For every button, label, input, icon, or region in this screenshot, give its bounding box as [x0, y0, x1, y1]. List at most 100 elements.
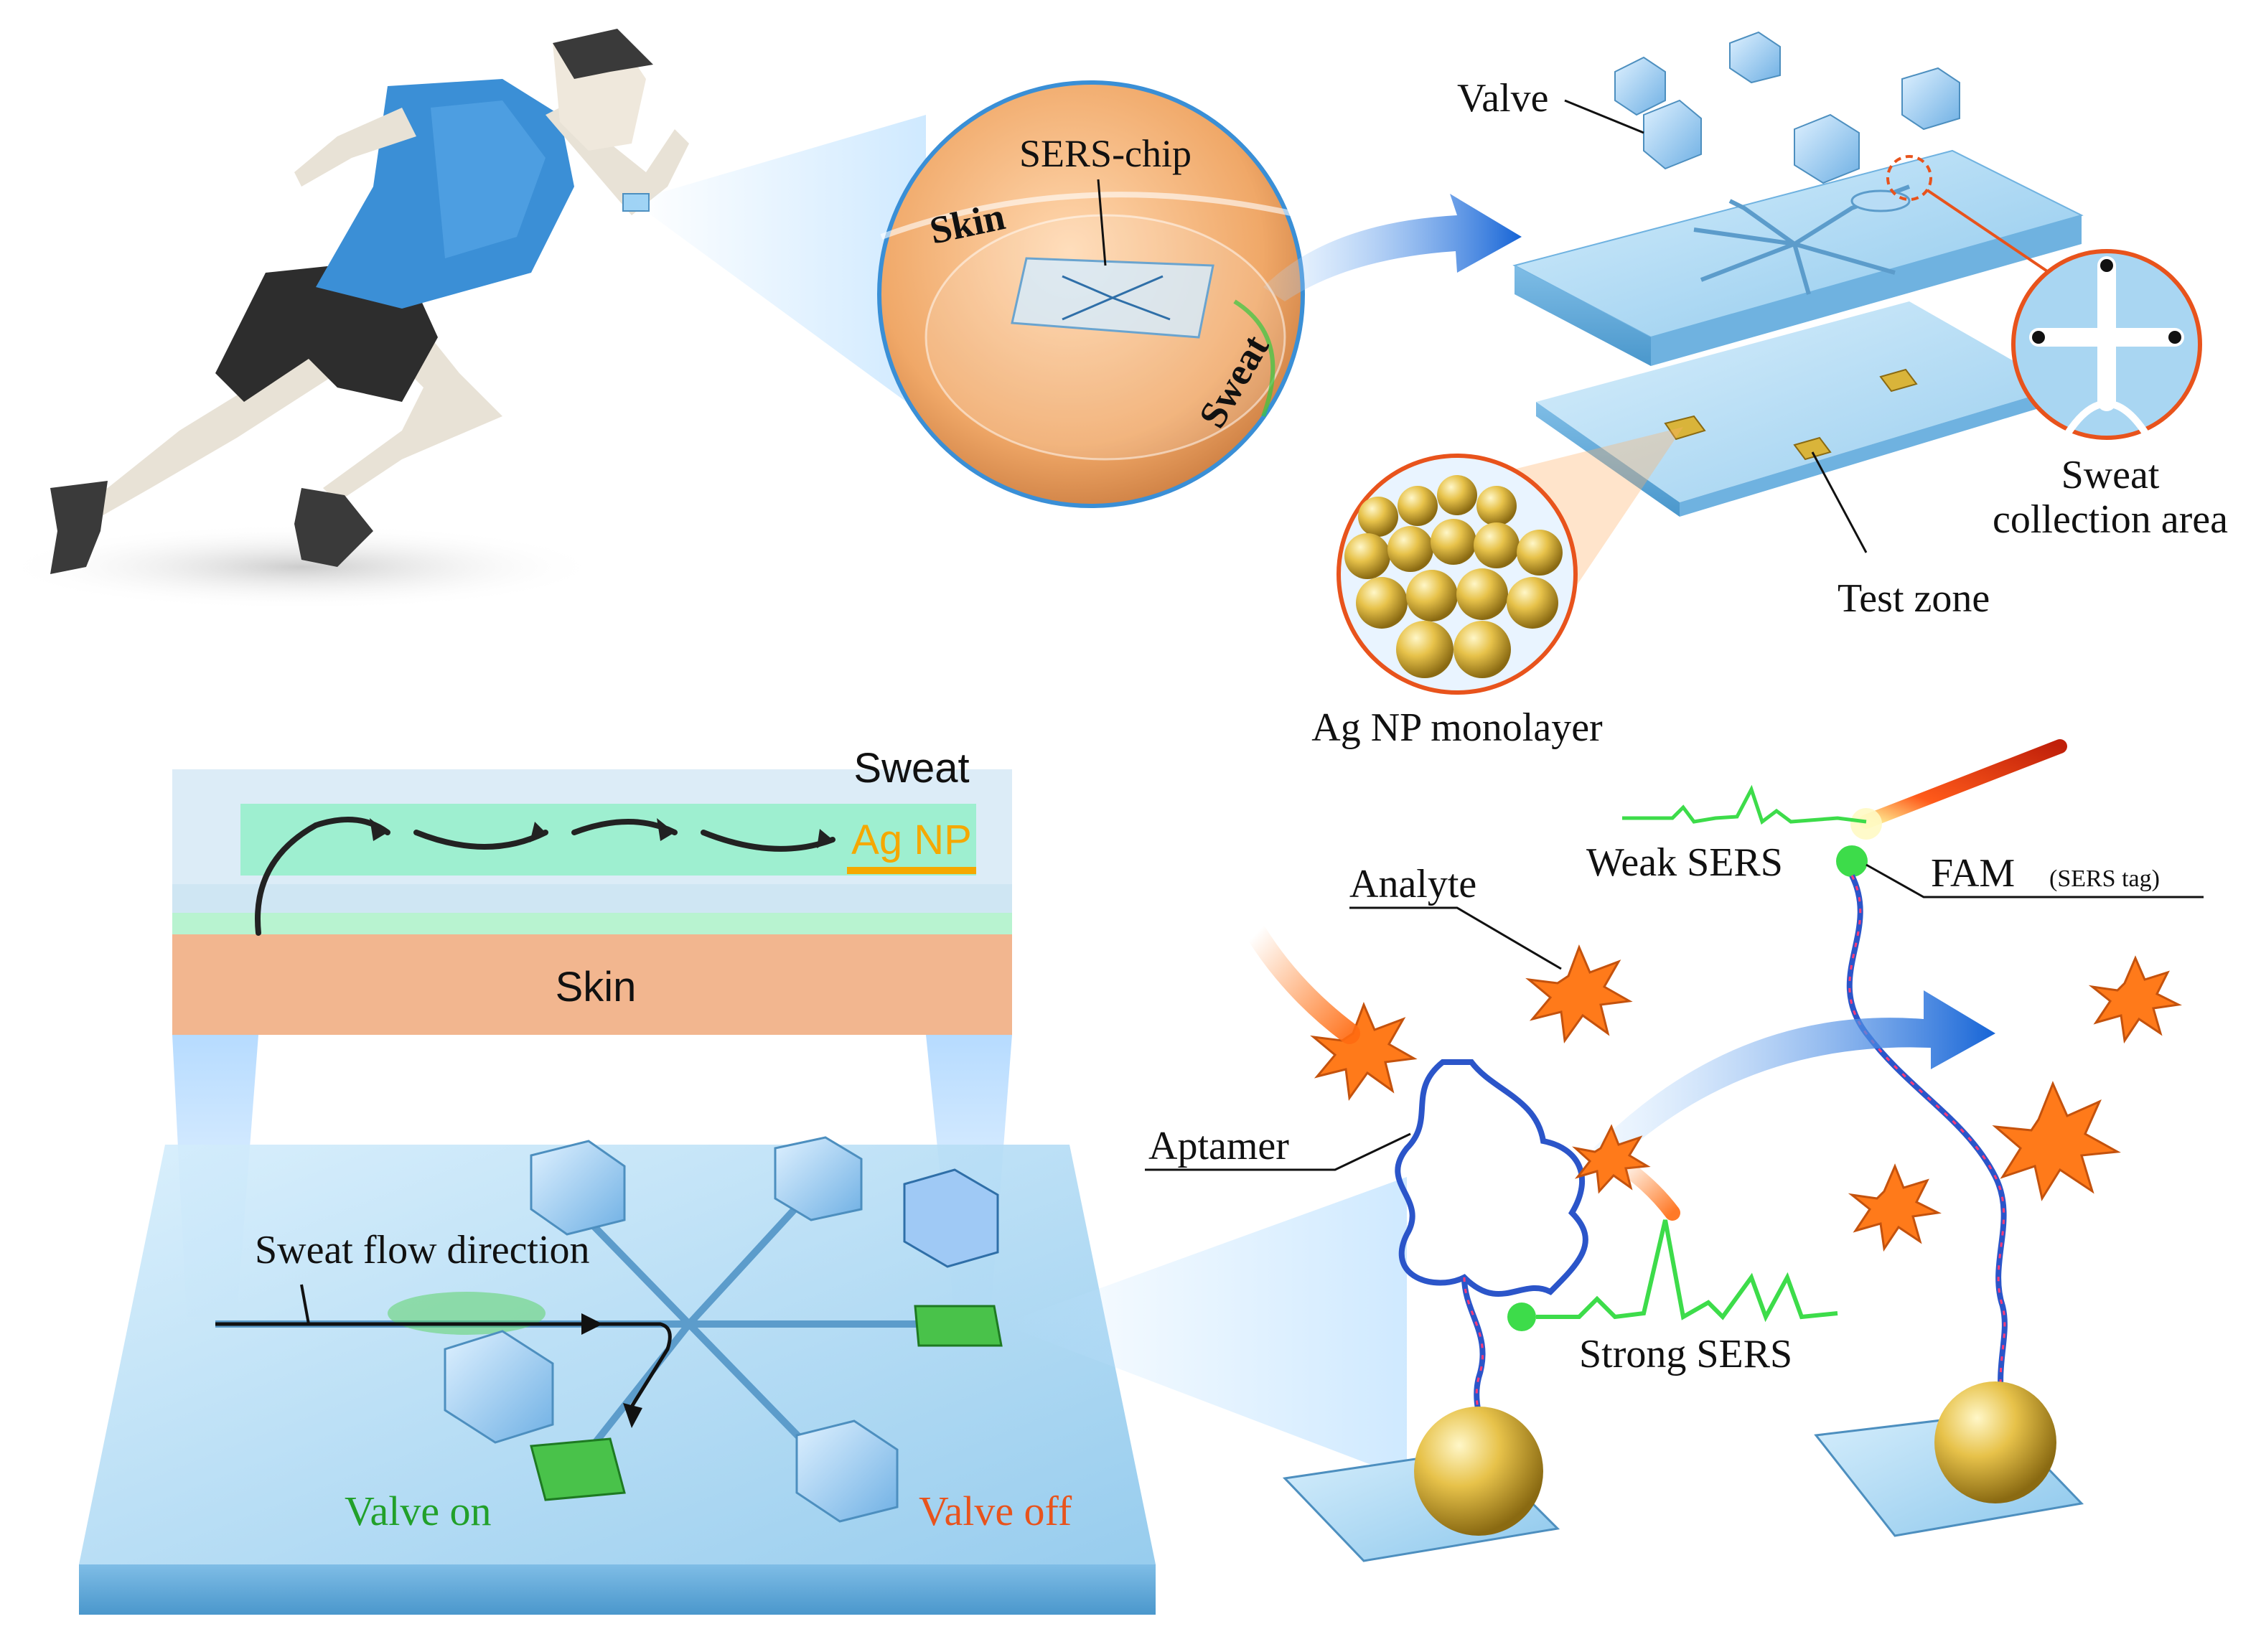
- device-top-layer-front: [1651, 215, 2082, 366]
- cross-section-panel: [172, 769, 1012, 1035]
- chip-valve-2: [774, 1136, 863, 1221]
- collection-port-right: [2168, 331, 2181, 344]
- runner-back-leg: [79, 301, 337, 517]
- valve-leader: [1564, 99, 1644, 134]
- cross-section-sweat-channel: [240, 804, 976, 876]
- test-zone-pad-2: [1793, 436, 1832, 461]
- test-zone-label: Test zone: [1838, 576, 1990, 621]
- valve-label: Valve: [1457, 76, 1549, 121]
- test-zone-pad-3: [1879, 368, 1918, 393]
- analyte-4: [2088, 955, 2182, 1044]
- bound-aptamer-assembly: [1814, 845, 2084, 1537]
- chip-valve-1: [530, 1140, 626, 1236]
- chip-valve-cubes: [444, 1136, 999, 1523]
- test-zone-valve-off: [914, 1305, 1003, 1347]
- cross-section-skin-label: Skin: [556, 964, 637, 1010]
- collection-port-left: [2032, 331, 2045, 344]
- strong-sers-label: Strong SERS: [1579, 1332, 1792, 1376]
- runner-back-shoe: [50, 481, 108, 574]
- analyte-2: [1310, 1001, 1418, 1101]
- aptamer-leader: [1145, 1132, 1411, 1171]
- cross-section-skin: [172, 934, 1012, 1035]
- aptamer-loop: [1395, 1059, 1588, 1297]
- laser-beam: [1859, 739, 2067, 829]
- cross-section-sweat-layer: [172, 913, 1012, 934]
- device-bottom-layer-front: [1680, 388, 2060, 517]
- laser-spot: [1850, 808, 1882, 840]
- sers-chip-channels: [1062, 275, 1171, 321]
- valve-on-label: Valve on: [345, 1488, 492, 1534]
- aptamer-label: Aptamer: [1148, 1124, 1289, 1168]
- fam-label: FAM: [1931, 851, 2015, 896]
- valve-cube-1: [1614, 56, 1666, 116]
- fam-tag-label: (SERS tag): [2049, 865, 2160, 892]
- cross-section-ag-np-label: Ag NP: [851, 817, 972, 863]
- runner-illustration: [0, 29, 689, 610]
- chip-sweat-reservoir: [388, 1292, 546, 1335]
- exploded-device: [1512, 31, 2084, 517]
- sweat-collection-zoom: [2011, 249, 2202, 440]
- collection-area-leader: [1926, 189, 2061, 281]
- sers-chip-zoom-circle: [877, 80, 1305, 508]
- valve-cube-5: [1901, 67, 1960, 131]
- binding-transition-arrow: [1593, 990, 1995, 1155]
- cross-section-base: [172, 884, 1012, 913]
- device-top-layer-side: [1515, 266, 1651, 366]
- test-zone-leader: [1811, 451, 1868, 553]
- analyte-motion-streak-1: [1245, 922, 1360, 1044]
- sers-chip-label: SERS-chip: [1019, 132, 1192, 175]
- ag-nanoparticle-right: [1934, 1381, 2056, 1503]
- collection-zoom-outlet: [2064, 400, 2150, 436]
- sweat-collection-label-2: collection area: [1993, 497, 2228, 542]
- chip-valve-4: [795, 1419, 899, 1523]
- valve-cube-2: [1643, 99, 1702, 170]
- chip-body-front: [79, 1564, 1156, 1615]
- zoom-arrow-to-device: [1263, 194, 1522, 301]
- device-bottom-layer-side: [1536, 402, 1680, 517]
- ag-nanoparticles: [1344, 475, 1563, 678]
- sweat-flow-arrowhead-down: [623, 1403, 642, 1428]
- valve-off-label: Valve off: [919, 1488, 1072, 1534]
- analyte-particles: [1310, 944, 2182, 1252]
- analyte-leader: [1349, 906, 1562, 970]
- collection-area-highlight: [1886, 155, 1932, 201]
- ag-np-monolayer-zoom: [1337, 454, 1578, 695]
- valve-cube-3: [1729, 31, 1781, 84]
- folded-aptamer-assembly: [1282, 1059, 1588, 1562]
- fam-leader: [1866, 863, 2204, 898]
- analyte-motion-streak-2: [1611, 1155, 1680, 1221]
- flow-arrow-heads: [370, 818, 833, 848]
- analyte-label: Analyte: [1349, 862, 1476, 906]
- runner-back-arm: [294, 108, 416, 187]
- floating-valve-cubes: [1614, 31, 1960, 184]
- device-bottom-layer: [1536, 301, 2060, 502]
- valve-cube-4: [1794, 113, 1860, 184]
- cross-section-ag-np-strip: [847, 867, 976, 874]
- ag-nanoparticle-left: [1414, 1407, 1543, 1536]
- analyte-1: [1525, 944, 1633, 1043]
- weak-sers-spectrum: [1622, 784, 1867, 825]
- aptamer-bases-bound: [1848, 875, 2006, 1407]
- cross-section-sweat-label: Sweat: [853, 745, 969, 792]
- sweat-flow-label-leader: [300, 1284, 310, 1325]
- sweat-collection-label-1: Sweat: [2061, 453, 2160, 497]
- analyte-6: [1992, 1081, 2121, 1201]
- strong-sers-spectrum: [1536, 1219, 1838, 1323]
- aptamer-strand-bound: [1846, 874, 2008, 1407]
- runner-front-shoe: [294, 488, 373, 567]
- sweat-flow-arrowhead-right: [581, 1313, 603, 1335]
- device-microchannels: [1693, 184, 1911, 295]
- analyte-5: [1848, 1163, 1942, 1252]
- device-collection-chamber: [1850, 189, 1911, 212]
- sweat-film-edge: [1233, 299, 1275, 418]
- test-zone-valve-on: [530, 1437, 626, 1501]
- ag-np-monolayer-label: Ag NP monolayer: [1311, 705, 1603, 750]
- runner-hair: [553, 29, 653, 79]
- skin-surface-highlight: [880, 192, 1301, 240]
- sweat-flow-path: [215, 1322, 672, 1408]
- sweat-flow-direction-label: Sweat flow direction: [255, 1228, 590, 1272]
- zoom-beam-wrist: [632, 115, 926, 416]
- analyte-3: [1572, 1124, 1651, 1194]
- sers-chip-leader: [1097, 179, 1107, 266]
